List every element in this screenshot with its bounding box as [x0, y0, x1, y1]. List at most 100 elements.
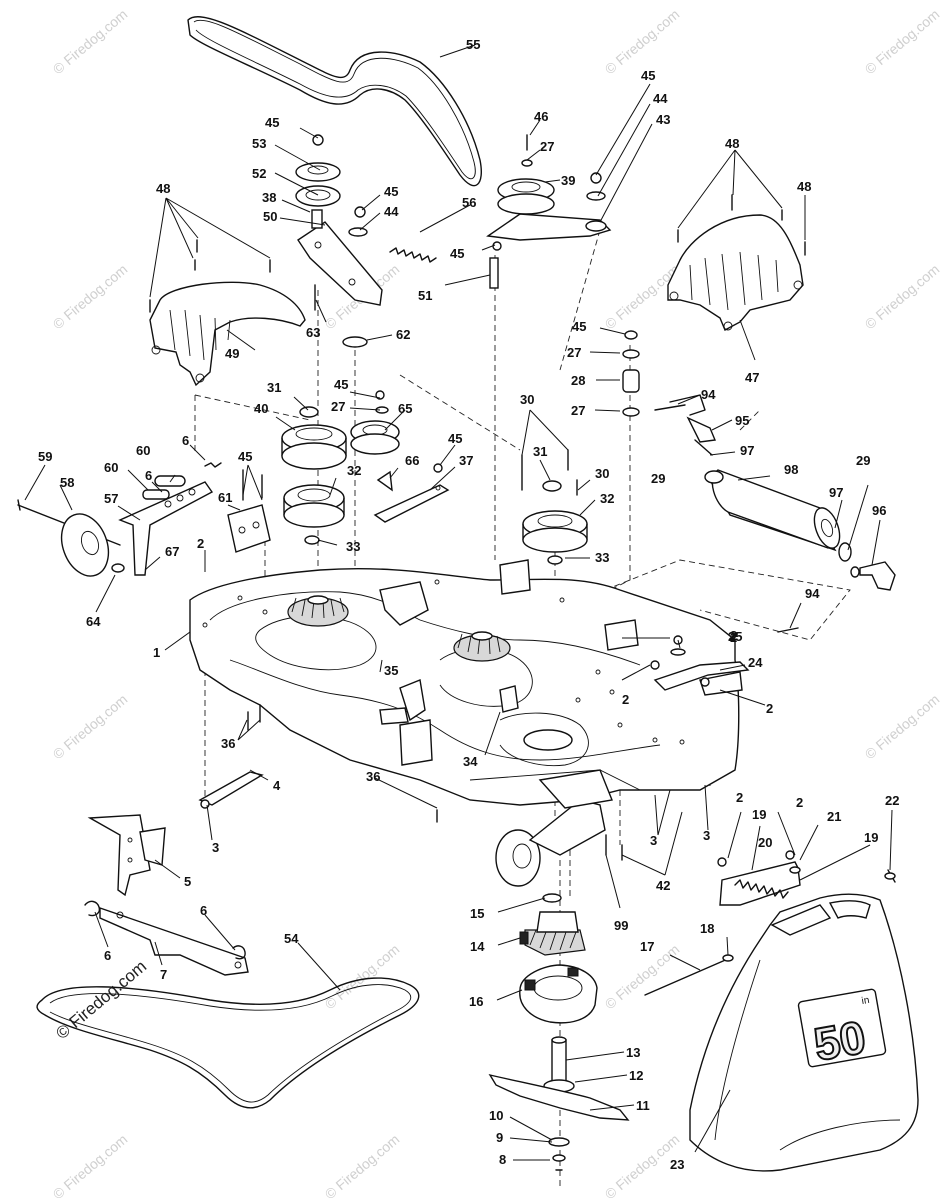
callout-36: 36 — [366, 769, 380, 784]
callout-99: 99 — [614, 918, 628, 933]
callout-29: 29 — [651, 471, 665, 486]
callout-1: 1 — [153, 645, 160, 660]
callout-58: 58 — [60, 475, 74, 490]
callout-56: 56 — [462, 195, 476, 210]
lower-mower-belt — [36, 977, 420, 1109]
callout-44: 44 — [653, 91, 668, 106]
callout-45: 45 — [384, 184, 398, 199]
callout-24: 24 — [748, 655, 763, 670]
callout-97: 97 — [740, 443, 754, 458]
lower-mower-belt-inner — [49, 984, 412, 1103]
leader-lines — [24, 44, 893, 1161]
callout-98: 98 — [784, 462, 798, 477]
callout-54: 54 — [284, 931, 299, 946]
callout-10: 10 — [489, 1108, 503, 1123]
watermark-text: © Firedog.com — [862, 261, 943, 332]
callout-labels: 55 45 53 52 38 50 48 45 44 56 45 51 63 6… — [38, 37, 899, 1172]
callout-50: 50 — [263, 209, 277, 224]
callout-30: 30 — [595, 466, 609, 481]
left-idler-assembly — [295, 134, 437, 348]
callout-7: 7 — [160, 967, 167, 982]
callout-49: 49 — [225, 346, 239, 361]
callout-45: 45 — [641, 68, 655, 83]
callout-36: 36 — [221, 736, 235, 751]
callout-6: 6 — [145, 468, 152, 483]
callout-27: 27 — [567, 345, 581, 360]
callout-11: 11 — [636, 1098, 650, 1113]
callout-94: 94 — [701, 387, 716, 402]
callout-28: 28 — [571, 373, 585, 388]
callout-51: 51 — [418, 288, 432, 303]
callout-55: 55 — [466, 37, 480, 52]
upper-deck-belt — [187, 16, 482, 187]
callout-64: 64 — [86, 614, 101, 629]
callout-31: 31 — [533, 444, 547, 459]
watermark-text: © Firedog.com — [50, 6, 131, 77]
callout-8: 8 — [499, 1152, 506, 1167]
callout-52: 52 — [252, 166, 266, 181]
callout-5: 5 — [184, 874, 191, 889]
watermark-text: © Firedog.com — [50, 691, 131, 762]
callout-27: 27 — [331, 399, 345, 414]
right-belt-shield — [667, 214, 804, 331]
callout-31: 31 — [267, 380, 281, 395]
callout-35: 35 — [384, 663, 398, 678]
callout-42: 42 — [656, 878, 670, 893]
callout-66: 66 — [405, 453, 419, 468]
watermark-text: © Firedog.com — [862, 691, 943, 762]
callout-94: 94 — [805, 586, 820, 601]
callout-96: 96 — [872, 503, 886, 518]
callout-57: 57 — [104, 491, 118, 506]
deck-size-unit: in — [861, 995, 871, 1007]
spindle-assembly — [488, 893, 630, 1171]
callout-59: 59 — [38, 449, 52, 464]
right-idler-assembly — [486, 134, 612, 289]
callout-2: 2 — [622, 692, 629, 707]
callout-2: 2 — [736, 790, 743, 805]
callout-48: 48 — [156, 181, 170, 196]
callout-6: 6 — [200, 903, 207, 918]
callout-97: 97 — [829, 485, 843, 500]
callout-29: 29 — [856, 453, 870, 468]
callout-45: 45 — [238, 449, 252, 464]
callout-19: 19 — [864, 830, 878, 845]
callout-15: 15 — [470, 906, 484, 921]
idler-spring — [389, 247, 437, 263]
pulleys-left — [281, 390, 400, 545]
callout-32: 32 — [347, 463, 361, 478]
callout-45: 45 — [572, 319, 586, 334]
callout-33: 33 — [346, 539, 360, 554]
bracket-37 — [373, 463, 450, 523]
anti-scalp-roller — [654, 394, 896, 633]
callout-63: 63 — [306, 325, 320, 340]
callout-53: 53 — [252, 136, 266, 151]
callout-12: 12 — [629, 1068, 643, 1083]
callout-48: 48 — [797, 179, 811, 194]
callout-60: 60 — [136, 443, 150, 458]
callout-44: 44 — [384, 204, 399, 219]
callout-16: 16 — [469, 994, 483, 1009]
watermark-text: © Firedog.com — [322, 1131, 403, 1200]
callout-17: 17 — [640, 939, 654, 954]
callout-4: 4 — [273, 778, 281, 793]
callout-21: 21 — [827, 809, 841, 824]
callout-37: 37 — [459, 453, 473, 468]
callout-3: 3 — [212, 840, 219, 855]
callout-47: 47 — [745, 370, 759, 385]
watermark-text: © Firedog.com — [602, 6, 683, 77]
callout-45: 45 — [334, 377, 348, 392]
watermark-text: © Firedog.com — [862, 6, 943, 77]
callout-38: 38 — [262, 190, 276, 205]
callout-3: 3 — [703, 828, 710, 843]
callout-30: 30 — [520, 392, 534, 407]
callout-18: 18 — [700, 921, 714, 936]
callout-61: 61 — [218, 490, 232, 505]
callout-19: 19 — [752, 807, 766, 822]
callout-32: 32 — [600, 491, 614, 506]
callout-22: 22 — [885, 793, 899, 808]
callout-2: 2 — [197, 536, 204, 551]
callout-39: 39 — [561, 173, 575, 188]
callout-45: 45 — [450, 246, 464, 261]
watermark-text: © Firedog.com — [50, 1131, 131, 1200]
